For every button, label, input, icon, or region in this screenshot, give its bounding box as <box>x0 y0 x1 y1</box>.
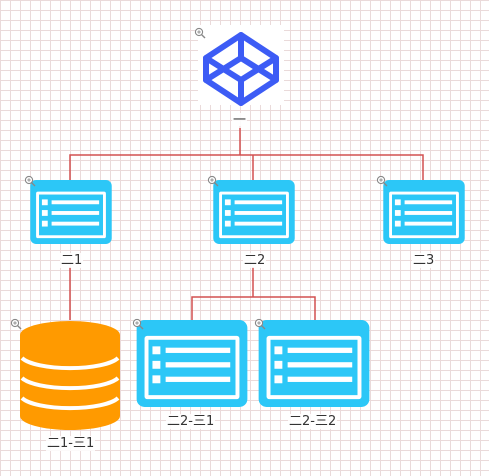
list-window-icon <box>136 320 248 407</box>
node-label-n2_3: 二3 <box>412 253 436 268</box>
node-n3_2[interactable] <box>132 318 248 407</box>
codepen-icon <box>203 32 279 106</box>
node-label-n2_1: 二1 <box>60 253 84 268</box>
database-icon <box>20 321 120 430</box>
list-window-icon <box>258 320 370 407</box>
node-label-n3_1: 二1-三1 <box>46 436 96 451</box>
node-n3_3[interactable] <box>254 318 370 407</box>
node-n3_1[interactable] <box>10 318 120 430</box>
zoom-icon[interactable] <box>10 318 22 330</box>
node-label-root: 一 <box>232 113 248 128</box>
node-n2_3[interactable] <box>376 175 465 244</box>
node-label-n2_2: 二2 <box>243 253 267 268</box>
node-label-n3_3: 二2-三2 <box>288 414 338 429</box>
connector-level3-bar <box>191 296 316 320</box>
node-n2_2[interactable] <box>207 175 295 244</box>
list-window-icon <box>30 180 112 244</box>
connector-level2-bar <box>69 154 424 180</box>
connectors <box>69 126 424 320</box>
list-window-icon <box>213 180 295 244</box>
node-n2_1[interactable] <box>24 175 112 244</box>
node-label-n3_2: 二2-三1 <box>166 414 216 429</box>
node-root[interactable] <box>194 25 284 106</box>
list-window-icon <box>383 180 465 244</box>
